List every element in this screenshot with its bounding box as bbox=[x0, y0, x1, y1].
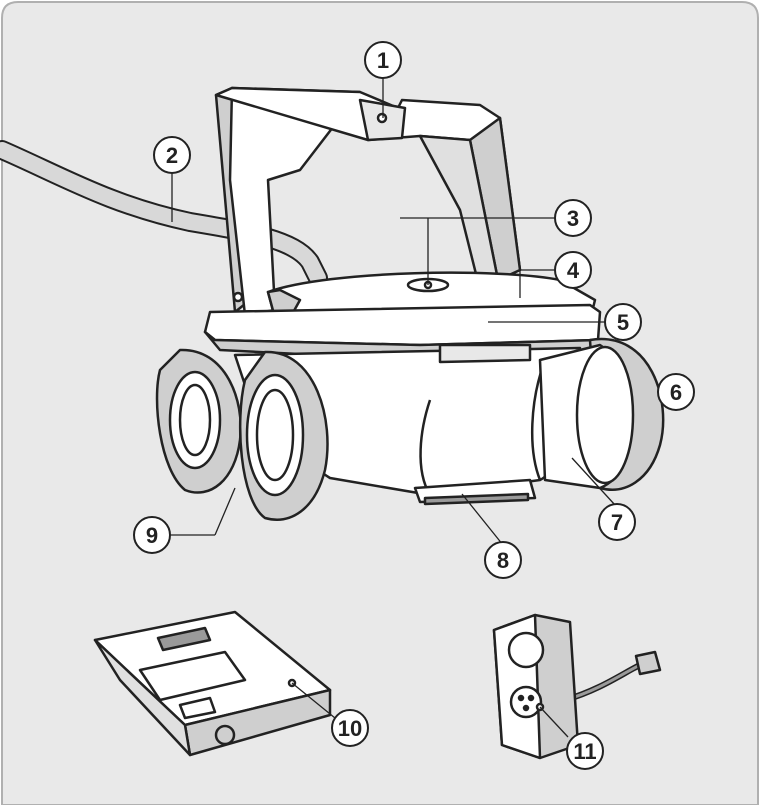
robot-handle bbox=[214, 86, 522, 317]
callout-6: 6 bbox=[657, 373, 695, 411]
callout-9: 9 bbox=[133, 516, 171, 554]
svg-text:6: 6 bbox=[670, 380, 682, 405]
callout-8: 8 bbox=[484, 541, 522, 579]
svg-text:7: 7 bbox=[611, 510, 623, 535]
svg-text:1: 1 bbox=[377, 48, 389, 73]
callout-4: 4 bbox=[554, 251, 592, 289]
right-wheel bbox=[538, 337, 665, 491]
callout-5: 5 bbox=[604, 303, 642, 341]
left-rear-wheel bbox=[155, 348, 242, 494]
callout-1: 1 bbox=[364, 41, 402, 79]
svg-text:8: 8 bbox=[497, 548, 509, 573]
svg-text:9: 9 bbox=[146, 523, 158, 548]
svg-text:2: 2 bbox=[166, 143, 178, 168]
power-supply-unit bbox=[93, 610, 332, 757]
callout-2: 2 bbox=[153, 136, 191, 174]
svg-text:10: 10 bbox=[338, 716, 362, 741]
left-front-wheel bbox=[238, 350, 329, 521]
callout-leader-lines bbox=[170, 78, 616, 738]
callout-11: 11 bbox=[566, 732, 604, 770]
svg-text:4: 4 bbox=[567, 258, 580, 283]
callout-3: 3 bbox=[554, 199, 592, 237]
remote-control-unit bbox=[492, 613, 662, 760]
floating-cable bbox=[0, 140, 328, 288]
callout-7: 7 bbox=[598, 503, 636, 541]
callout-10: 10 bbox=[331, 709, 369, 747]
svg-text:5: 5 bbox=[617, 310, 629, 335]
brush-unit bbox=[413, 478, 537, 506]
svg-text:11: 11 bbox=[573, 739, 596, 764]
svg-text:3: 3 bbox=[567, 206, 579, 231]
